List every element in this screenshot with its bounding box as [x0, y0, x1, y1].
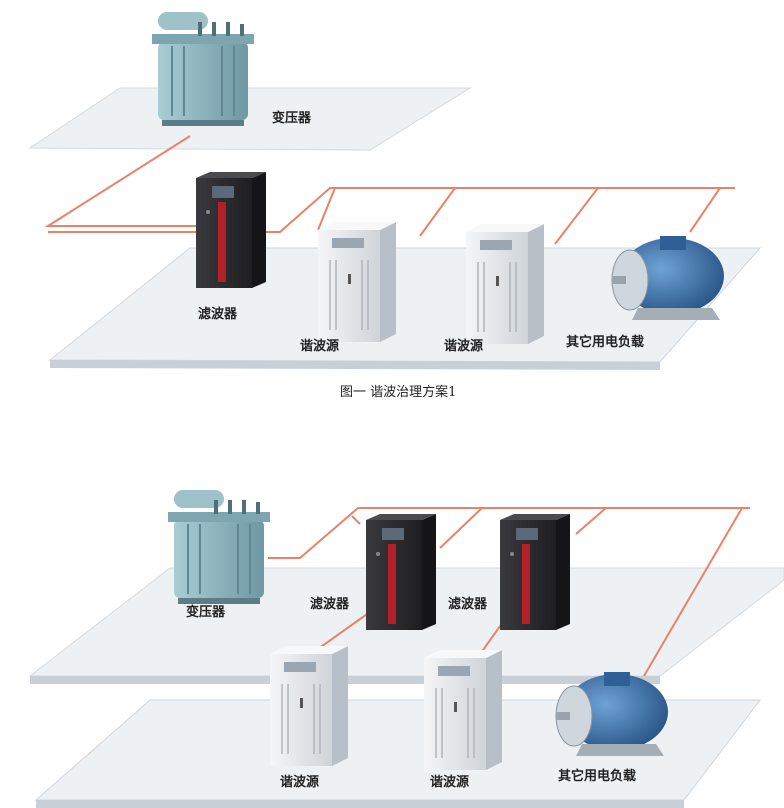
- harmonic-source-1a: [317, 221, 397, 343]
- label-load-1: 其它用电负载: [566, 334, 644, 350]
- harmonic-source-2a: [269, 645, 349, 767]
- transformer-1: [151, 11, 255, 127]
- label-load-2: 其它用电负载: [558, 768, 636, 784]
- label-filter-2a: 滤波器: [310, 596, 350, 612]
- diagram-2: 变压器 滤波器 滤波器 谐波源 谐波源 其它用电负载: [28, 489, 784, 808]
- label-source-1a: 谐波源: [300, 338, 339, 354]
- harmonic-source-2b: [423, 649, 503, 771]
- upper-platform-1: [28, 87, 472, 151]
- caption-1: 图一 谐波治理方案1: [340, 384, 456, 400]
- transformer-2: [167, 489, 271, 605]
- label-filter-1: 滤波器: [198, 306, 238, 322]
- label-filter-2b: 滤波器: [448, 596, 488, 612]
- filter-cabinet-2a: [366, 514, 436, 630]
- harmonic-source-1b: [465, 223, 545, 345]
- diagram-1: 变压器 滤波器 谐波源 谐波源 其它用电负载 图一 谐波治理方案1: [28, 11, 762, 400]
- label-transformer-2: 变压器: [186, 604, 226, 620]
- label-transformer-1: 变压器: [272, 110, 312, 126]
- label-source-2a: 谐波源: [280, 774, 319, 790]
- label-source-2b: 谐波源: [430, 774, 469, 790]
- filter-cabinet-2b: [500, 514, 570, 630]
- filter-cabinet-1: [196, 172, 266, 288]
- power-wires-1: [44, 135, 735, 245]
- label-source-1b: 谐波源: [444, 338, 483, 354]
